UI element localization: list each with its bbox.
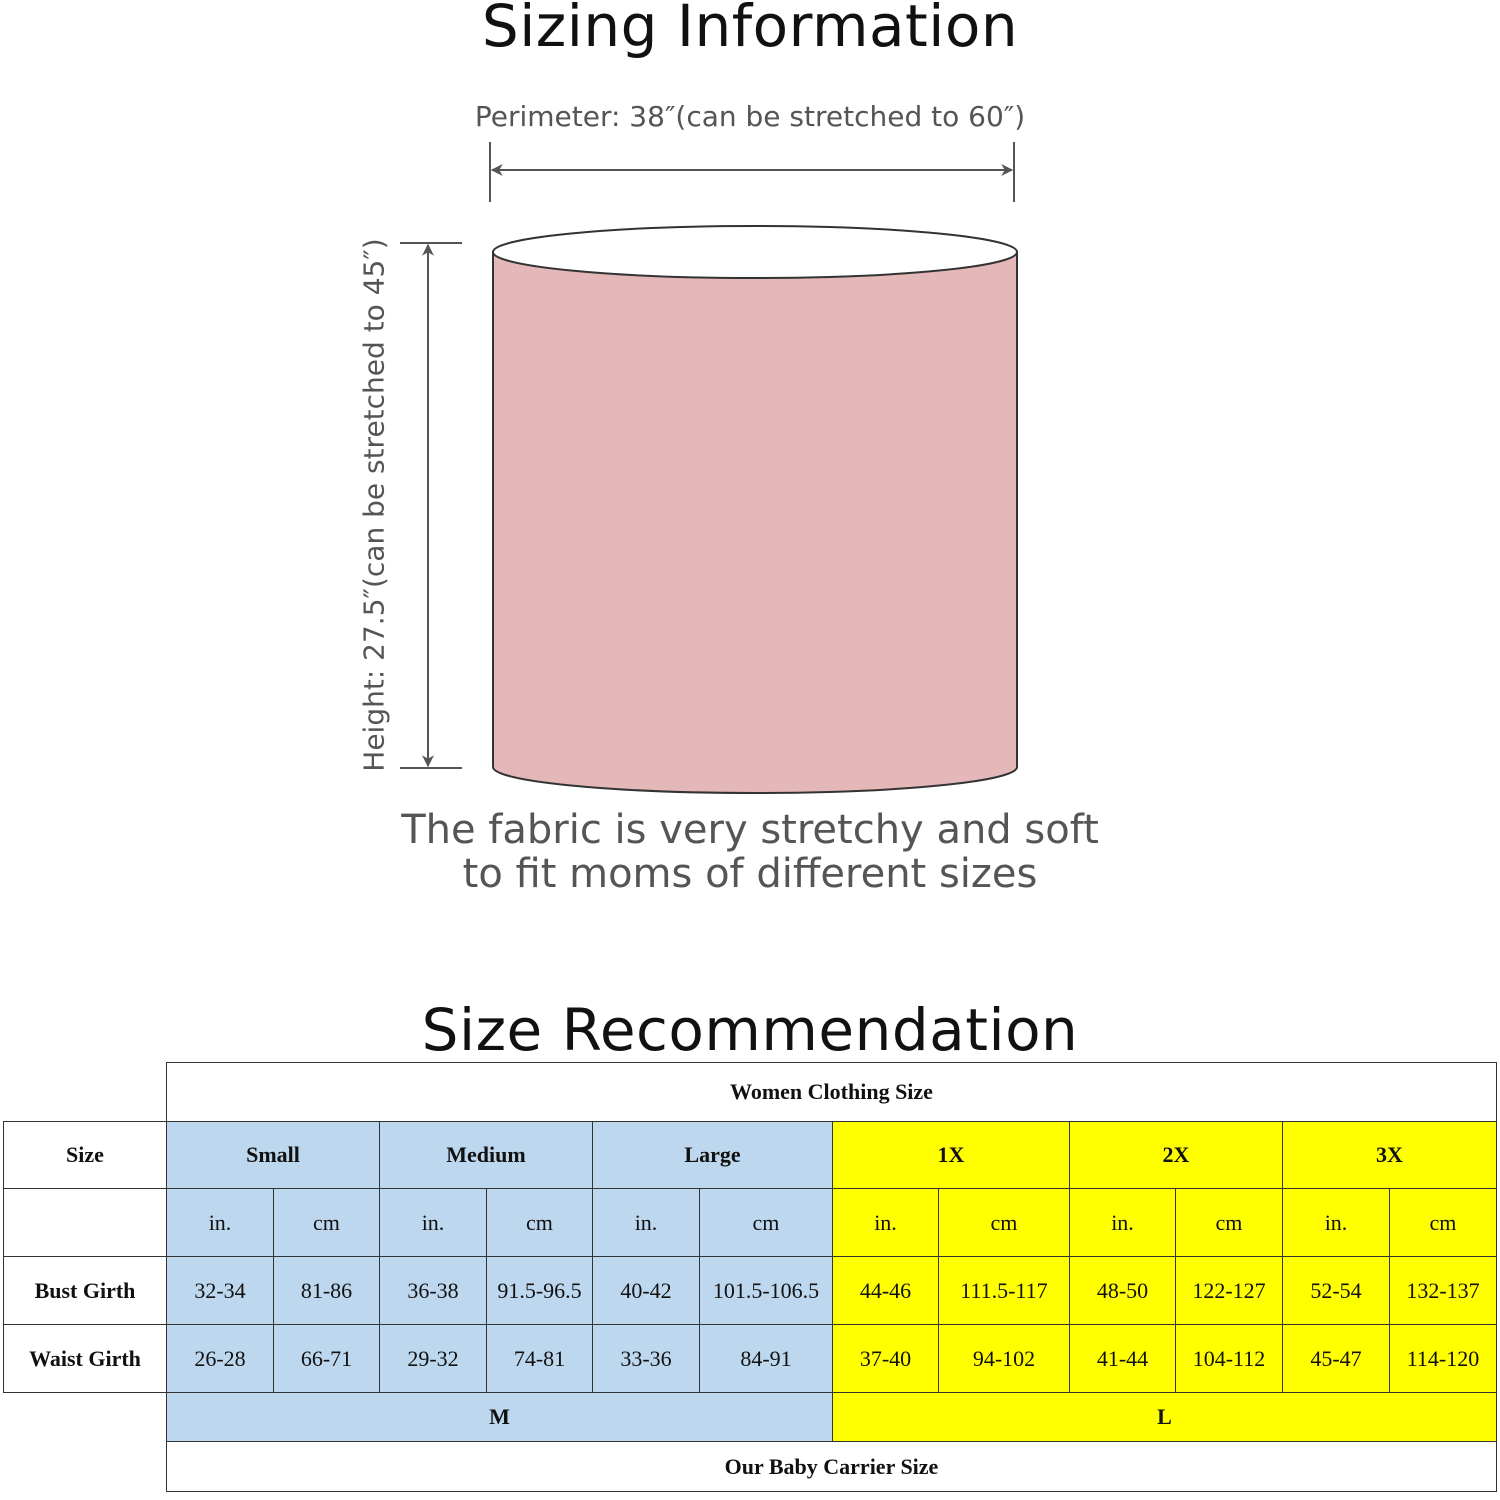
- row-label-waist: Waist Girth: [3, 1324, 167, 1393]
- size-2x: 2X: [1069, 1121, 1283, 1189]
- table-cell: 52-54: [1282, 1256, 1390, 1325]
- table-cell: 94-102: [938, 1324, 1070, 1393]
- unit-header: in.: [1282, 1188, 1390, 1257]
- carrier-size-footer: Our Baby Carrier Size: [166, 1441, 1497, 1492]
- table-cell: 104-112: [1175, 1324, 1283, 1393]
- perimeter-label: Perimeter: 38″(can be stretched to 60″): [474, 100, 1026, 133]
- unit-header: cm: [938, 1188, 1070, 1257]
- size-3x: 3X: [1282, 1121, 1497, 1189]
- carrier-row-empty: [3, 1392, 167, 1442]
- table-cell: 74-81: [486, 1324, 593, 1393]
- size-recommendation-title: Size Recommendation: [421, 996, 1079, 1064]
- unit-header: cm: [1175, 1188, 1283, 1257]
- table-cell: 122-127: [1175, 1256, 1283, 1325]
- table-cell: 48-50: [1069, 1256, 1176, 1325]
- size-header: Size: [3, 1121, 167, 1189]
- unit-header: in.: [166, 1188, 274, 1257]
- table-cell: 101.5-106.5: [699, 1256, 833, 1325]
- table-cell: 81-86: [273, 1256, 380, 1325]
- fabric-note-line-1: The fabric is very stretchy and soft: [401, 807, 1099, 853]
- table-cell: 37-40: [832, 1324, 939, 1393]
- size-small: Small: [166, 1121, 380, 1189]
- table-title: Women Clothing Size: [166, 1062, 1497, 1122]
- fabric-note-line-2: to fit moms of different sizes: [462, 851, 1038, 897]
- unit-header: in.: [592, 1188, 700, 1257]
- size-medium: Medium: [379, 1121, 593, 1189]
- table-cell: 36-38: [379, 1256, 487, 1325]
- table-cell: 26-28: [166, 1324, 274, 1393]
- height-label: Height: 27.5″(can be stretched to 45″): [357, 238, 391, 772]
- table-cell: 132-137: [1389, 1256, 1497, 1325]
- fabric-tube-body: [492, 251, 1018, 794]
- unit-header: in.: [832, 1188, 939, 1257]
- fabric-note: The fabric is very stretchy and soft to …: [300, 808, 1200, 896]
- size-1x: 1X: [832, 1121, 1070, 1189]
- table-row: Waist Girth 26-28 66-71 29-32 74-81 33-3…: [3, 1324, 1497, 1393]
- table-corner-empty: [3, 1062, 167, 1122]
- unit-header: in.: [1069, 1188, 1176, 1257]
- table-cell: 29-32: [379, 1324, 487, 1393]
- sizing-title: Sizing Information: [481, 0, 1019, 60]
- unit-header: cm: [273, 1188, 380, 1257]
- footer-row-empty: [3, 1441, 167, 1492]
- size-recommendation-table: Women Clothing Size Size Small Medium La…: [3, 1062, 1497, 1492]
- row-label-bust: Bust Girth: [3, 1256, 167, 1325]
- fabric-tube-top-opening: [492, 225, 1018, 279]
- table-cell: 40-42: [592, 1256, 700, 1325]
- table-cell: 84-91: [699, 1324, 833, 1393]
- table-cell: 66-71: [273, 1324, 380, 1393]
- unit-row-label-empty: [3, 1188, 167, 1257]
- cylinder-diagram: [400, 142, 1018, 794]
- unit-header: cm: [486, 1188, 593, 1257]
- unit-header: cm: [1389, 1188, 1497, 1257]
- size-large: Large: [592, 1121, 833, 1189]
- table-cell: 45-47: [1282, 1324, 1390, 1393]
- unit-header: cm: [699, 1188, 833, 1257]
- table-cell: 91.5-96.5: [486, 1256, 593, 1325]
- carrier-size-m: M: [166, 1392, 833, 1442]
- table-cell: 44-46: [832, 1256, 939, 1325]
- table-cell: 114-120: [1389, 1324, 1497, 1393]
- carrier-size-l: L: [832, 1392, 1497, 1442]
- table-cell: 41-44: [1069, 1324, 1176, 1393]
- table-cell: 33-36: [592, 1324, 700, 1393]
- table-cell: 32-34: [166, 1256, 274, 1325]
- table-cell: 111.5-117: [938, 1256, 1070, 1325]
- unit-header: in.: [379, 1188, 487, 1257]
- table-row: Bust Girth 32-34 81-86 36-38 91.5-96.5 4…: [3, 1256, 1497, 1325]
